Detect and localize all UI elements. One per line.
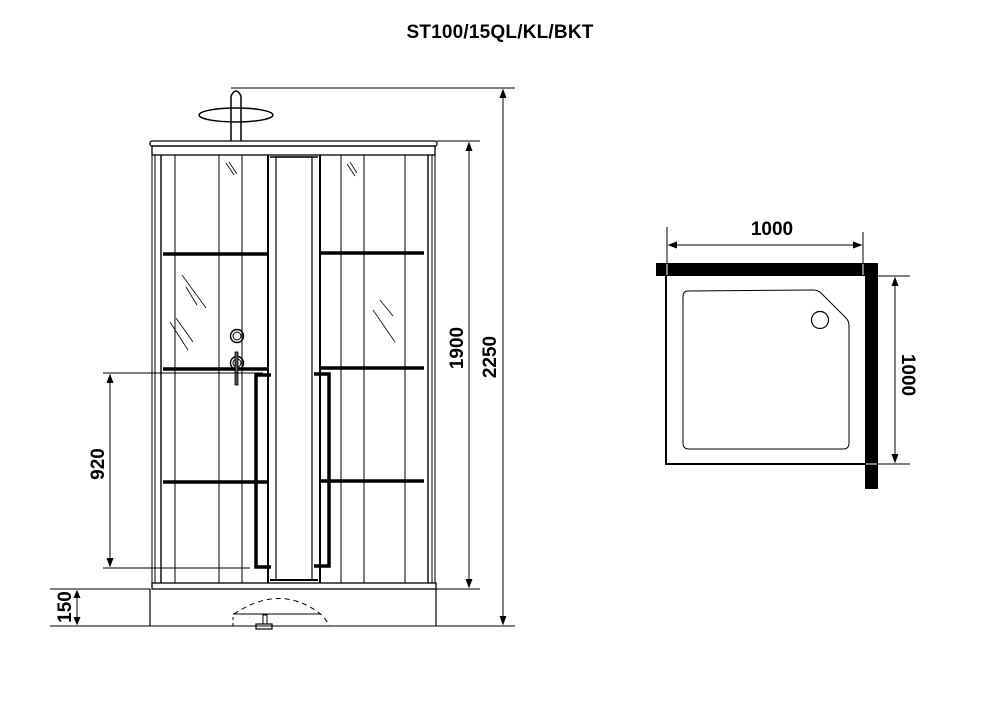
adjustable-foot-icon — [255, 614, 273, 630]
side-wall — [865, 263, 878, 489]
tray-basin — [682, 289, 850, 450]
dim-mixer-height: 920 — [88, 448, 109, 480]
cabin-roof — [149, 140, 438, 156]
front-view — [149, 90, 438, 630]
dim-tray-height: 150 — [55, 591, 76, 623]
plan-dimensions — [666, 227, 910, 465]
decor-bars — [163, 251, 424, 484]
base-rail — [151, 582, 437, 590]
dim-width: 1000 — [751, 219, 793, 240]
tray-outline — [665, 276, 865, 465]
drain-icon — [810, 310, 830, 330]
central-door-panel — [270, 156, 318, 581]
shower-tray — [149, 589, 437, 627]
overhead-shower-icon — [198, 90, 274, 141]
plan-view — [656, 263, 878, 489]
mixer-icon — [229, 328, 245, 386]
dim-total-height: 2250 — [480, 336, 501, 378]
back-wall — [656, 263, 878, 276]
dim-depth: 1000 — [897, 354, 918, 396]
front-dimension-labels: 2250 1900 920 150 — [55, 327, 501, 623]
door-handles — [254, 372, 331, 569]
dim-cabin-height: 1900 — [447, 327, 468, 369]
front-dimensions — [50, 87, 515, 627]
glass-reflection-marks — [169, 161, 396, 351]
plan-dimension-labels: 1000 1000 — [751, 219, 918, 396]
model-title: ST100/15QL/KL/BKT — [406, 22, 594, 43]
